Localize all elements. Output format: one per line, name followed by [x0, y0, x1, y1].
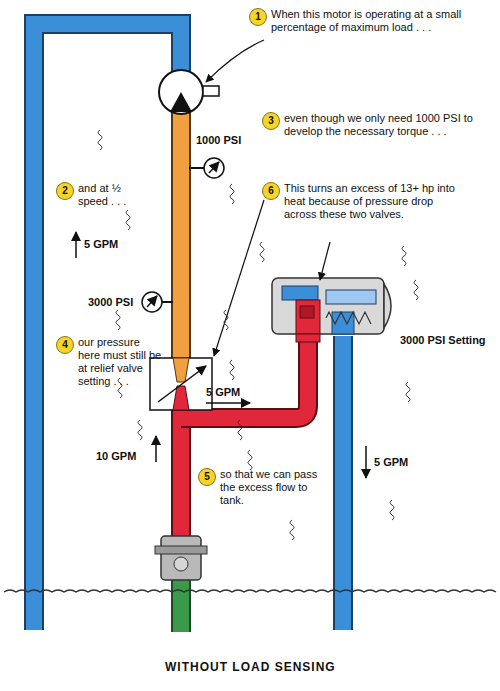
- relief-valve: [272, 278, 391, 342]
- callout: 3even though we only need 1000 PSI to de…: [262, 112, 494, 138]
- callout: 4our pressure here must still be at reli…: [56, 336, 164, 388]
- adjustable-arrow: [158, 366, 206, 402]
- gauge-needle: [209, 162, 219, 173]
- callout-number: 5: [198, 468, 216, 486]
- pressure-gauge: [142, 292, 162, 312]
- flow-arrow: [155, 436, 157, 462]
- heat-mark: [116, 310, 120, 330]
- callout: 1When this motor is operating at a small…: [249, 8, 481, 34]
- flow-label: 3000 PSI Setting: [400, 334, 486, 347]
- callout-number: 6: [262, 182, 280, 200]
- flow-arrow: [206, 402, 250, 404]
- flow-label: 3000 PSI: [88, 296, 133, 309]
- callout: 6This turns an excess of 13+ hp into hea…: [262, 182, 464, 221]
- tank-surface: [4, 590, 496, 592]
- heat-mark: [290, 520, 294, 540]
- callout: 5so that we can pass the excess flow to …: [198, 468, 328, 507]
- callout-number: 1: [249, 8, 267, 26]
- flow-label: 5 GPM: [206, 386, 240, 399]
- heat-mark: [98, 130, 102, 150]
- leader-line: [320, 242, 330, 280]
- flow-label: 1000 PSI: [196, 134, 241, 147]
- callout: 2and at ½ speed . . .: [56, 182, 140, 208]
- callout-text: This turns an excess of 13+ hp into heat…: [284, 182, 464, 221]
- heat-mark: [230, 360, 234, 380]
- callout-text: When this motor is operating at a small …: [271, 8, 481, 34]
- hydraulic-motor: [159, 70, 203, 114]
- return-line: [34, 24, 181, 630]
- flow-label: 5 GPM: [84, 238, 118, 251]
- leader-line: [206, 40, 264, 82]
- return-line-outline: [34, 24, 181, 630]
- heat-mark: [406, 382, 410, 402]
- pressure-gauge: [204, 158, 224, 178]
- callout-text: so that we can pass the excess flow to t…: [220, 468, 328, 507]
- heat-mark: [138, 420, 142, 440]
- heat-mark: [390, 500, 394, 520]
- motor-line: [173, 112, 189, 360]
- callout-number: 4: [56, 336, 74, 354]
- heat-mark: [230, 184, 234, 204]
- gauge-needle: [147, 296, 157, 307]
- flow-arrow: [365, 446, 367, 478]
- caption: WITHOUT LOAD SENSING: [165, 660, 336, 674]
- motor-line-outline: [171, 112, 191, 360]
- gauge-stem: [162, 301, 173, 303]
- heat-mark: [260, 242, 264, 262]
- callout-text: and at ½ speed . . .: [78, 182, 140, 208]
- callout-number: 3: [262, 112, 280, 130]
- relief-return: [335, 336, 351, 630]
- heat-mark: [126, 210, 130, 230]
- callout-text: our pressure here must still be at relie…: [78, 336, 164, 388]
- valve-orifice-orange: [173, 358, 189, 382]
- pump-flange: [155, 546, 207, 554]
- pump-shaft: [174, 557, 188, 571]
- suction-line: [173, 578, 189, 632]
- heat-mark: [238, 420, 242, 440]
- motor-shaft: [203, 86, 219, 96]
- heat-mark: [248, 450, 252, 470]
- pump-body: [161, 536, 201, 580]
- flow-label: 5 GPM: [374, 456, 408, 469]
- relief-return-outline: [333, 336, 353, 630]
- callout-number: 2: [56, 182, 74, 200]
- suction-line-outline: [171, 578, 191, 632]
- heat-mark: [224, 310, 228, 330]
- gauge-stem: [189, 167, 204, 169]
- flow-arrow: [75, 232, 77, 258]
- leader-line: [214, 200, 264, 356]
- motor-triangle: [170, 92, 192, 112]
- flow-label: 10 GPM: [96, 450, 136, 463]
- callout-text: even though we only need 1000 PSI to dev…: [284, 112, 494, 138]
- flow-control-valve: [150, 358, 212, 410]
- heat-mark: [402, 246, 406, 266]
- heat-mark: [414, 280, 418, 300]
